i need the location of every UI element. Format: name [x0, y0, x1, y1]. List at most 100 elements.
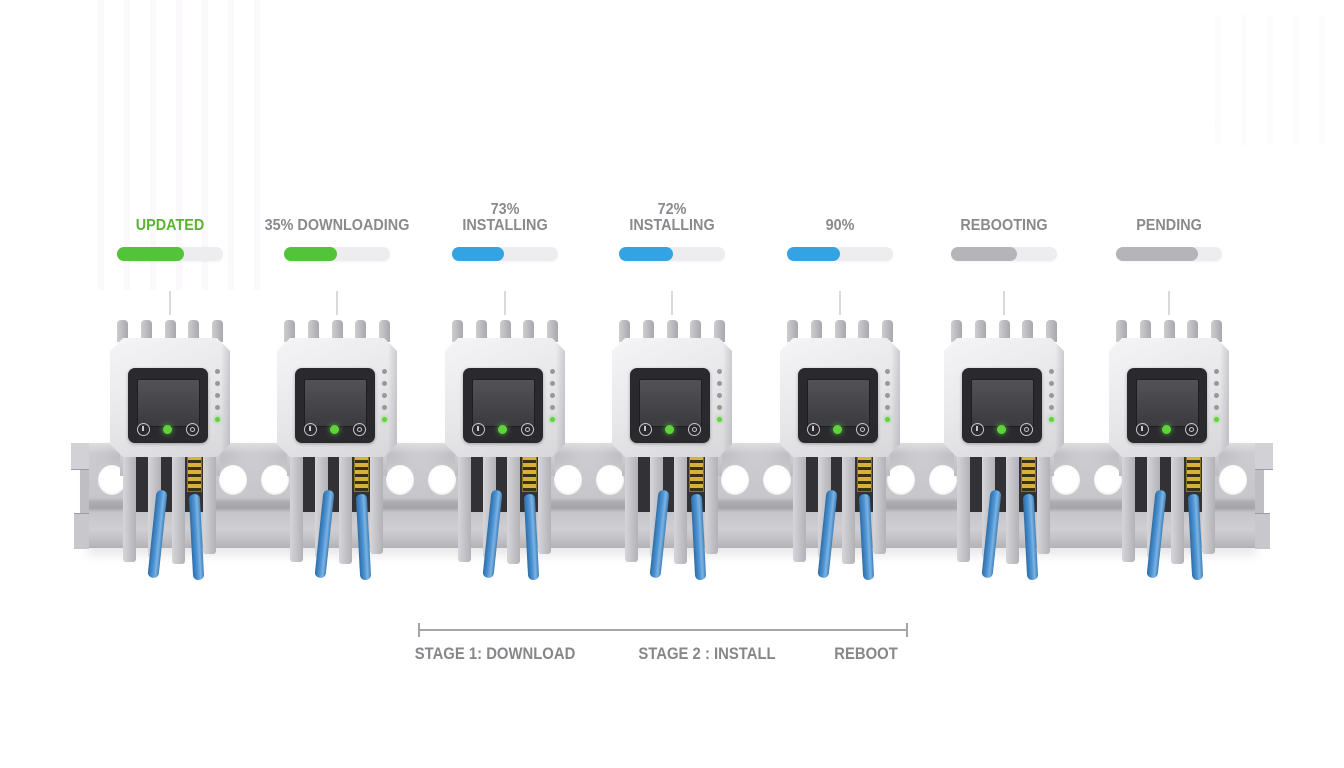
device-status-label: 35% DOWNLOADING	[236, 200, 438, 234]
indicator-led	[1214, 381, 1219, 386]
bottom-terminal-pin	[290, 450, 303, 562]
bracket-tick-right	[906, 623, 908, 637]
rail-flange-top	[71, 443, 89, 470]
progress-bar	[619, 247, 725, 261]
indicator-led-active	[1049, 417, 1054, 422]
terminal-pin	[666, 320, 678, 342]
power-button-icon	[137, 423, 150, 436]
terminal-pin	[1116, 320, 1127, 342]
rail-flange-bottom	[74, 513, 89, 549]
device-unit: REBOOTING	[937, 200, 1071, 581]
device-unit: 72%INSTALLING	[605, 200, 739, 581]
terminal-pin	[951, 320, 962, 342]
body-edge-shading	[891, 338, 900, 457]
top-terminal-pins	[284, 320, 390, 342]
indicator-led	[550, 405, 555, 410]
device-unit: PENDING	[1102, 200, 1236, 581]
pointer-line	[1003, 291, 1005, 315]
progress-bar	[284, 247, 390, 261]
terminal-pin	[1022, 320, 1034, 342]
indicator-led	[215, 405, 220, 410]
bottom-terminal-pin	[507, 450, 520, 564]
indicator-led	[550, 369, 555, 374]
progress-bar	[117, 247, 223, 261]
power-button-icon	[472, 423, 485, 436]
progress-bar	[1116, 247, 1222, 261]
bottom-terminal-pin	[1006, 450, 1019, 564]
terminal-pin	[140, 320, 152, 342]
led-column	[1214, 369, 1219, 422]
device-status-label: UPDATED	[69, 200, 271, 234]
progress-bar-fill	[619, 247, 674, 261]
reset-button-icon	[856, 423, 869, 436]
rail-flange-top	[1255, 443, 1273, 470]
top-terminal-pins	[619, 320, 725, 342]
device-unit: 35% DOWNLOADING	[265, 200, 409, 581]
indicator-led	[1049, 381, 1054, 386]
terminal-pin	[1187, 320, 1199, 342]
terminal-pin	[452, 320, 463, 342]
terminal-pin	[642, 320, 654, 342]
status-label-line: REBOOTING	[960, 217, 1048, 234]
body-edge-shading	[221, 338, 230, 457]
body-edge-shading	[1220, 338, 1229, 457]
terminal-pin	[547, 320, 558, 342]
terminal-pin	[355, 320, 367, 342]
device-screen	[472, 379, 535, 427]
terminal-pin	[882, 320, 893, 342]
wiring-assembly	[937, 448, 1071, 581]
power-button-icon	[639, 423, 652, 436]
indicator-led	[1049, 369, 1054, 374]
wiring-assembly	[270, 448, 404, 581]
pointer-line	[169, 291, 171, 315]
device-body	[1109, 338, 1229, 457]
status-label-line: INSTALLING	[462, 217, 548, 234]
progress-bar-fill	[284, 247, 337, 261]
terminal-pin	[117, 320, 128, 342]
indicator-led	[885, 405, 890, 410]
front-panel	[128, 368, 208, 443]
device-screen	[807, 379, 870, 427]
front-panel	[463, 368, 543, 443]
indicator-led	[550, 393, 555, 398]
progress-bar	[951, 247, 1057, 261]
bottom-terminal-pin	[339, 450, 352, 564]
bottom-terminal-pin	[458, 450, 471, 562]
wiring-assembly	[773, 448, 907, 581]
terminal-pin	[787, 320, 798, 342]
progress-bar-fill	[452, 247, 504, 261]
led-column	[717, 369, 722, 422]
stage-bracket	[418, 623, 908, 637]
terminal-pin	[714, 320, 725, 342]
reset-button-icon	[1185, 423, 1198, 436]
led-column	[1049, 369, 1054, 422]
indicator-led	[1214, 405, 1219, 410]
device-body	[612, 338, 732, 457]
terminal-pin	[1139, 320, 1151, 342]
terminal-pin	[212, 320, 223, 342]
terminal-pin	[690, 320, 702, 342]
terminal-pin	[1046, 320, 1057, 342]
led-column	[215, 369, 220, 422]
led-column	[550, 369, 555, 422]
body-edge-shading	[723, 338, 732, 457]
device-unit: 90%	[773, 200, 907, 581]
indicator-led	[215, 381, 220, 386]
reset-button-icon	[186, 423, 199, 436]
device-status-label: 90%	[739, 200, 941, 234]
bottom-terminal-pin	[1202, 450, 1215, 554]
terminal-pin	[1163, 320, 1175, 342]
status-label-line: INSTALLING	[629, 217, 715, 234]
indicator-led	[717, 393, 722, 398]
top-terminal-pins	[117, 320, 223, 342]
bottom-terminal-pin	[370, 450, 383, 554]
indicator-led	[215, 369, 220, 374]
bottom-terminal-pin	[793, 450, 806, 562]
terminal-pin	[810, 320, 822, 342]
terminal-pin	[379, 320, 390, 342]
terminal-pin	[307, 320, 319, 342]
bottom-terminal-pin	[873, 450, 886, 554]
top-terminal-pins	[452, 320, 558, 342]
indicator-led	[550, 381, 555, 386]
